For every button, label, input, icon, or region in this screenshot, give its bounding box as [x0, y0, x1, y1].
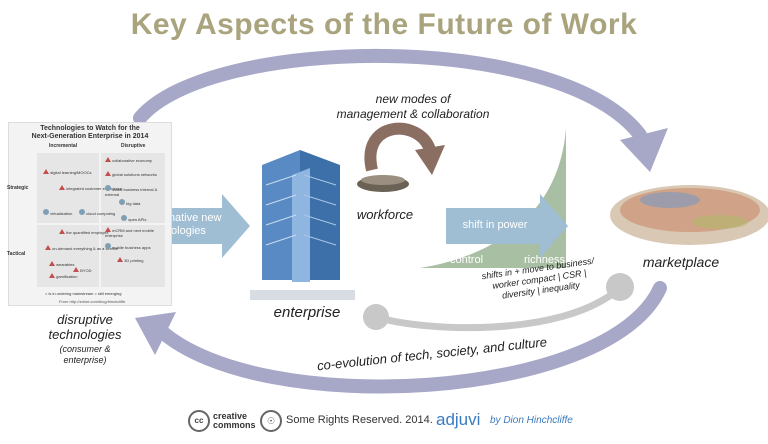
top-cycle-arrowhead: [620, 128, 668, 172]
item-label: 3D printing: [124, 258, 144, 263]
feedback-node-left: [363, 304, 389, 330]
control-label: control: [450, 254, 484, 266]
triangle-marker: [117, 257, 123, 262]
col-disruptive: Disruptive: [121, 143, 146, 149]
bottom-cycle-arrow: [153, 281, 667, 394]
item: global solutions networks: [105, 171, 157, 177]
enterprise-building: [250, 150, 355, 300]
item: cloud computing: [79, 209, 115, 216]
panel-source[interactable]: From http://zdnet.com/blog/hinchcliffe: [59, 299, 126, 304]
item: open APIs: [121, 215, 146, 222]
item-label: on-demand everything & as a service: [52, 246, 119, 251]
dot-marker: [119, 199, 125, 205]
item: gamification: [49, 273, 77, 279]
row-strategic: Strategic: [7, 185, 29, 191]
dot-marker: [79, 209, 85, 215]
panel-legend: = is in ordering mainstream = still emer…: [45, 291, 122, 296]
workforce-crowd: [357, 175, 409, 192]
item-label: social business internal & external: [105, 187, 158, 197]
management-arrowhead: [415, 145, 445, 175]
item: the quantified employee: [59, 229, 109, 235]
item-label: gamification: [56, 274, 78, 279]
dot-marker: [121, 215, 127, 221]
item-label: collaborative economy: [112, 158, 152, 163]
triangle-marker: [49, 273, 55, 278]
dot-marker: [43, 209, 49, 215]
panel-title: Technologies to Watch for the Next-Gener…: [31, 125, 149, 140]
row-tactical: Tactical: [7, 251, 26, 257]
item-label: big data: [126, 201, 141, 206]
item-label: global solutions networks: [112, 172, 157, 177]
quadrant-tactical-disruptive: [101, 225, 165, 287]
quadrant-strategic-disruptive: [101, 153, 165, 223]
cc-text: creative commons: [213, 411, 256, 430]
shift-power-label: shift in power: [462, 219, 528, 231]
item-label: virtualization: [50, 211, 73, 216]
item-label: open APIs: [128, 217, 147, 222]
item: on-demand everything & as a service: [45, 245, 118, 251]
item: social business internal & external: [105, 185, 171, 197]
dot-marker: [105, 243, 111, 249]
item: mCRM and next mobile enterprise: [105, 227, 171, 238]
enterprise-label: enterprise: [273, 304, 341, 321]
technology-panel: Technologies to Watch for the Next-Gener…: [7, 122, 172, 306]
item-label: mCRM and next mobile enterprise: [105, 228, 154, 238]
item-label: the quantified employee: [66, 230, 109, 235]
marketplace-label: marketplace: [642, 254, 720, 270]
feedback-arc: [378, 285, 623, 332]
attribution-icon: ☉: [260, 410, 282, 432]
item-label: wearables: [56, 262, 75, 267]
col-incremental: Incremental: [49, 143, 78, 149]
workforce-label: workforce: [356, 207, 414, 222]
cc-icon: cc: [188, 410, 210, 432]
footer: cc creative commons ☉ Some Rights Reserv…: [188, 410, 588, 434]
triangle-marker: [45, 245, 51, 250]
disruptive-label: disruptive technologies: [48, 312, 122, 342]
item: big data: [119, 199, 140, 206]
brand-text: adjuvi: [436, 410, 481, 429]
item-label: BYOD: [80, 268, 92, 273]
top-cycle-arrow: [133, 48, 647, 142]
triangle-marker: [105, 157, 111, 162]
bottom-cycle-arrowhead: [135, 312, 176, 355]
cc-logo: cc creative commons: [188, 410, 256, 432]
item-label: mobile business apps: [112, 245, 151, 250]
new-modes-label: new modes of management & collaboration: [336, 92, 490, 121]
item-label: cloud computing: [86, 211, 116, 216]
item: wearables: [49, 261, 74, 267]
triangle-marker: [43, 169, 49, 174]
item-label: integrated customer experience: [66, 186, 123, 191]
item: mobile business apps: [105, 243, 151, 250]
item: BYOD: [73, 267, 91, 273]
triangle-marker: [105, 227, 111, 232]
author-text: by Dion Hinchcliffe: [490, 415, 573, 426]
item: integrated customer experience: [59, 185, 122, 191]
rights-text: Some Rights Reserved. 2014.: [286, 414, 433, 426]
richness-label: richness: [524, 254, 565, 266]
shift-power-arrow: [446, 194, 568, 258]
disruptive-sub-label: (consumer & enterprise): [59, 344, 111, 365]
triangle-marker: [59, 185, 65, 190]
item: 3D printing: [117, 257, 143, 263]
management-arrow: [364, 122, 436, 172]
marketplace-crowd: [610, 185, 768, 245]
triangle-marker: [73, 267, 79, 272]
dot-marker: [105, 185, 111, 191]
item: virtualization: [43, 209, 72, 216]
quadrant-tactical-incremental: [37, 225, 99, 287]
page-title: Key Aspects of the Future of Work: [130, 8, 638, 41]
triangle-marker: [59, 229, 65, 234]
feedback-node-right: [606, 273, 634, 301]
triangle-marker: [49, 261, 55, 266]
item: digital learning/MOOCs: [43, 169, 91, 175]
item-label: digital learning/MOOCs: [50, 170, 92, 175]
triangle-marker: [105, 171, 111, 176]
item: collaborative economy: [105, 157, 152, 163]
